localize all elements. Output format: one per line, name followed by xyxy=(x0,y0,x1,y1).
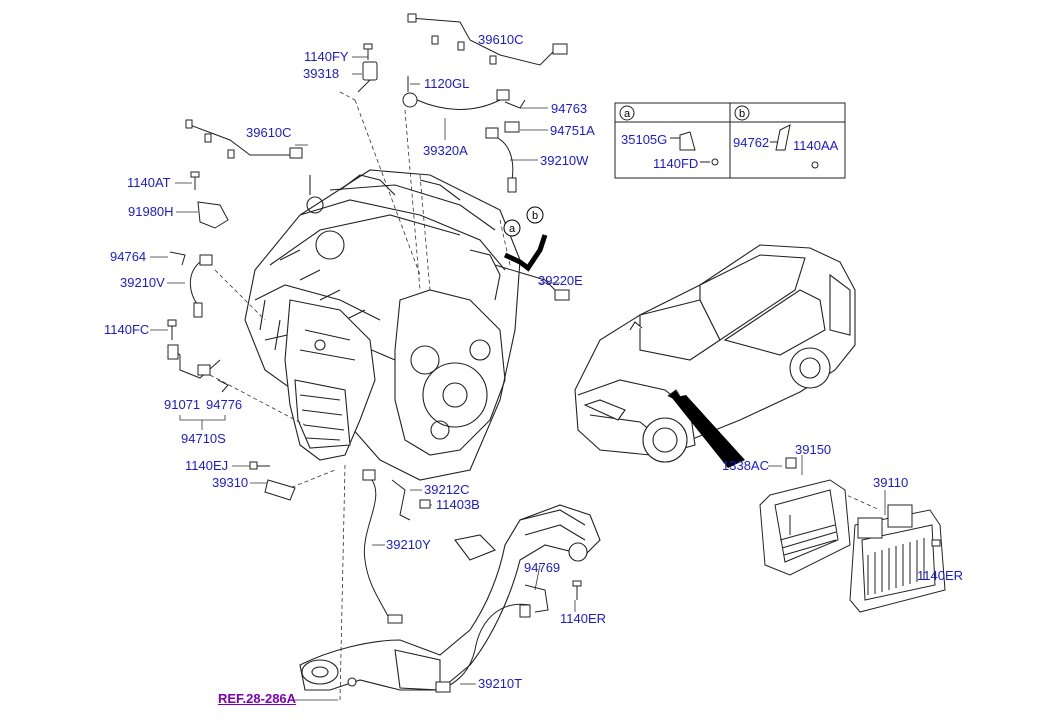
part-label-39212C[interactable]: 39212C xyxy=(424,482,470,497)
part-label-39150[interactable]: 39150 xyxy=(795,442,832,457)
exhaust-manifold-drawing xyxy=(284,299,376,461)
part-label-39318[interactable]: 39318 xyxy=(303,66,340,81)
reference-link-28-286A[interactable]: REF.28-286A xyxy=(218,691,297,706)
car-pointer-arrow xyxy=(672,395,745,468)
part-label-94776[interactable]: 94776 xyxy=(206,397,243,412)
engine-marker-a: a xyxy=(509,223,516,235)
part-label-39610C-left[interactable]: 39610C xyxy=(246,125,292,140)
leader-lines xyxy=(150,56,931,701)
part-label-94769[interactable]: 94769 xyxy=(524,560,561,575)
inset-part-label-1140AA[interactable]: 1140AA xyxy=(793,138,839,153)
ecu-box-drawing xyxy=(849,504,946,613)
part-label-91980H[interactable]: 91980H xyxy=(128,204,174,219)
part-label-94763[interactable]: 94763 xyxy=(551,101,588,116)
part-label-39210T[interactable]: 39210T xyxy=(478,676,523,691)
inset-part-label-94762[interactable]: 94762 xyxy=(733,135,770,150)
part-label-39320A[interactable]: 39320A xyxy=(423,143,468,158)
inset-marker-a: a xyxy=(624,108,631,120)
part-label-39210Y[interactable]: 39210Y xyxy=(386,537,431,552)
part-label-1140ER-right[interactable]: 1140ER xyxy=(917,568,964,583)
part-label-39210V[interactable]: 39210V xyxy=(120,275,165,290)
part-label-11403B[interactable]: 11403B xyxy=(436,497,480,512)
part-label-1140ER-bottom[interactable]: 1140ER xyxy=(560,611,607,626)
part-label-1120GL[interactable]: 1120GL xyxy=(424,76,470,91)
inset-marker-b: b xyxy=(739,108,745,120)
part-label-39210W[interactable]: 39210W xyxy=(540,153,589,168)
part-label-1140FY[interactable]: 1140FY xyxy=(304,49,349,64)
engine-marker-b: b xyxy=(532,210,538,222)
inset-part-label-35105G[interactable]: 35105G xyxy=(621,132,668,147)
part-label-39110[interactable]: 39110 xyxy=(873,475,909,490)
engine-ab-markers xyxy=(503,206,548,272)
part-label-94710S[interactable]: 94710S xyxy=(181,431,226,446)
part-label-1338AC[interactable]: 1338AC xyxy=(722,458,769,473)
part-label-39220E[interactable]: 39220E xyxy=(538,273,583,288)
part-label-39610C-top[interactable]: 39610C xyxy=(478,32,524,47)
engine-block-drawing xyxy=(244,169,521,481)
front-pipe-drawing xyxy=(299,504,601,691)
part-label-94751A[interactable]: 94751A xyxy=(550,123,595,138)
inset-part-label-1140FD[interactable]: 1140FD xyxy=(653,156,699,171)
part-label-39310[interactable]: 39310 xyxy=(212,475,249,490)
inset-box xyxy=(614,102,846,179)
part-label-94764[interactable]: 94764 xyxy=(110,249,147,264)
suv-drawing xyxy=(574,244,856,463)
ecu-bracket-drawing xyxy=(759,457,851,576)
part-label-1140EJ[interactable]: 1140EJ xyxy=(185,458,229,473)
part-label-1140AT[interactable]: 1140AT xyxy=(127,175,171,190)
harness-and-sensors xyxy=(167,13,582,693)
part-label-1140FC[interactable]: 1140FC xyxy=(104,322,150,337)
part-label-91071[interactable]: 91071 xyxy=(164,397,201,412)
